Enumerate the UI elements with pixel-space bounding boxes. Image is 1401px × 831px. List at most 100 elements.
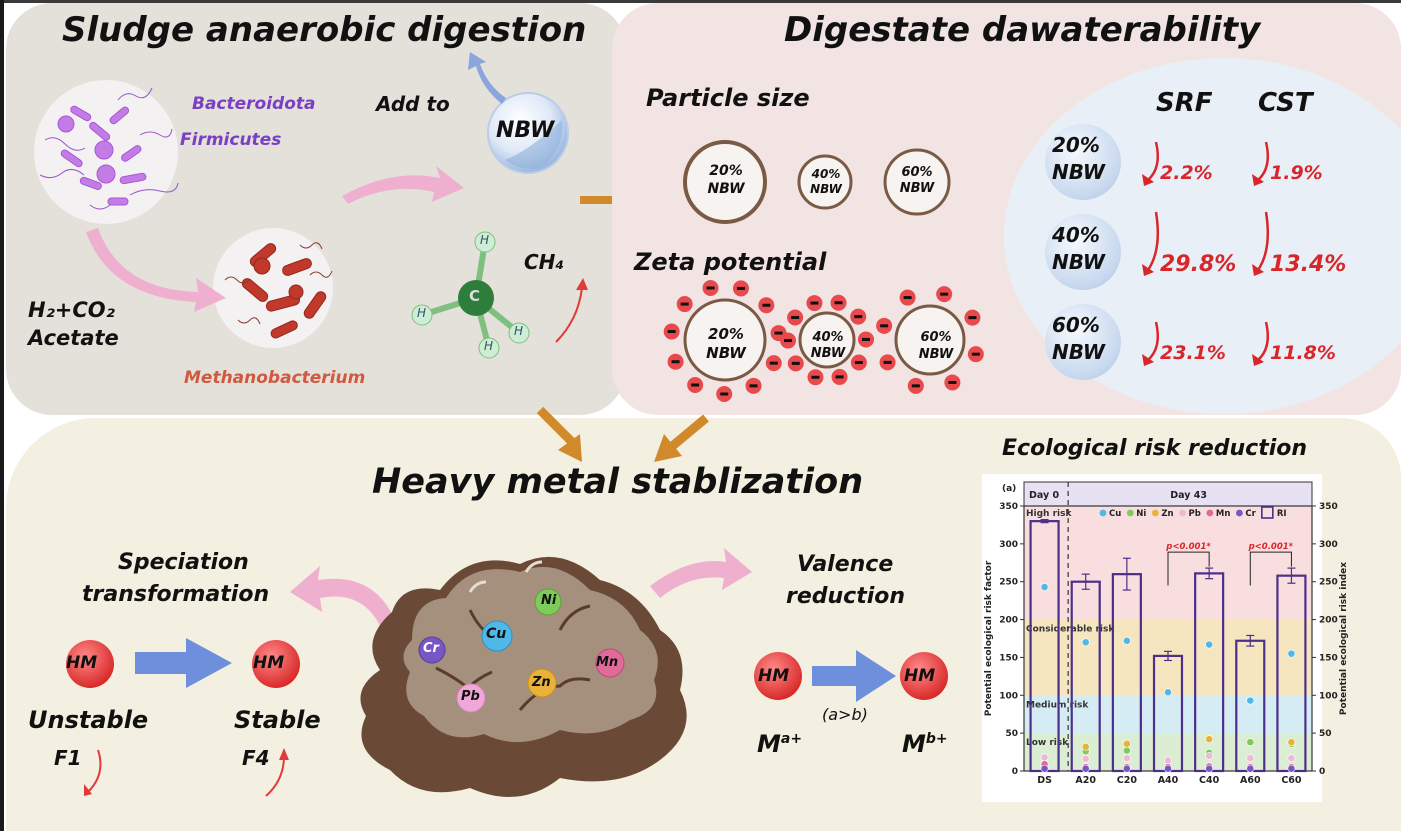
zeta-circle-1: [798, 311, 856, 369]
metal-zn-ball-icon: [527, 668, 557, 698]
particle-60-circle: [883, 148, 951, 216]
nbw-row-label: 20%NBW: [1052, 132, 1105, 186]
significance-label: p<0.001*: [1248, 542, 1294, 552]
left-frame-border: [0, 0, 4, 831]
label-methanobacterium: Methanobacterium: [184, 368, 366, 388]
column-srf: SRF: [1156, 88, 1213, 118]
x-tick-label: DS: [1037, 775, 1052, 786]
minus-sign-icon: [791, 316, 800, 320]
arrow-pink-to-speciation-icon: [290, 566, 392, 626]
arrow-orange-down-left-icon: [654, 414, 709, 462]
nbw: NBW: [810, 182, 842, 196]
point-cu: [1122, 636, 1131, 645]
minus-sign-icon: [861, 337, 870, 341]
point-pb: [1081, 754, 1090, 763]
hm-unstable-ball-icon: [66, 640, 114, 688]
panel-title-dewaterability: Digestate dawaterability: [784, 10, 1261, 50]
significance-bracket: [1249, 551, 1292, 586]
arrow-pink-down-icon: [86, 228, 226, 312]
y-tick-label-right: 300: [1319, 540, 1338, 550]
minus-sign-icon: [691, 383, 700, 387]
label-f4: F4: [242, 746, 270, 770]
hm-stable-label: HM: [253, 653, 285, 673]
arrow-blue-up-icon: [468, 52, 506, 104]
period-label-day0: Day 0: [1029, 490, 1060, 501]
zeta-60-label: 60%NBW: [914, 329, 958, 363]
srf-reduction-value: 29.8%: [1160, 252, 1237, 277]
minus-sign-icon: [810, 301, 819, 305]
point-ni: [1246, 738, 1255, 747]
particle-40-label: 40%NBW: [806, 167, 846, 197]
metal-ni-label: Ni: [541, 593, 557, 608]
minus-sign-icon: [883, 360, 892, 364]
atom-h-label: H: [514, 324, 524, 338]
y-tick-label: 200: [999, 616, 1018, 626]
minus-sign-icon: [940, 292, 949, 296]
zeta-20-label: 20%NBW: [699, 325, 753, 363]
stabilization-illustration: [66, 548, 948, 797]
label-bacteroidota: Bacteroidota: [192, 94, 316, 114]
nbw-bubble-icon: [487, 92, 569, 174]
m-b-base: M: [902, 730, 926, 758]
point-pb: [1040, 753, 1049, 762]
y-tick-label: 100: [999, 691, 1018, 701]
f1-decrease-arrow-icon: [87, 749, 102, 793]
label-acetate: Acetate: [28, 326, 119, 350]
y-axis-label-right: Potential ecological risk index: [1339, 562, 1349, 715]
label-ch4: CH₄: [524, 250, 565, 274]
y-tick-label-right: 150: [1319, 653, 1338, 663]
minus-sign-icon: [736, 286, 745, 290]
period-label-day43: Day 43: [1170, 490, 1207, 501]
minus-sign-icon: [834, 301, 843, 305]
x-tick-label: A20: [1075, 775, 1096, 786]
minus-sign-icon: [671, 360, 680, 364]
row-pct: 40%: [1052, 223, 1100, 247]
point-cu: [1246, 696, 1255, 705]
minus-sign-icon: [835, 375, 844, 379]
metal-cr-label: Cr: [423, 641, 439, 656]
arrow-blue-valence-icon: [812, 650, 896, 702]
minus-sign-icon: [791, 361, 800, 365]
srf-reduction-value: 23.1%: [1160, 342, 1226, 364]
m-b-sup: b+: [925, 731, 948, 747]
arrow-blue-speciation-icon: [135, 638, 232, 688]
metal-mn-ball-icon: [595, 648, 625, 678]
minus-sign-icon: [880, 324, 889, 328]
point-zn: [1122, 739, 1131, 748]
legend-label: RI: [1277, 509, 1287, 519]
nbw: NBW: [706, 344, 746, 362]
point-cr: [1040, 764, 1049, 773]
arrow-orange-down-right-icon: [536, 406, 582, 462]
label-h2-co2: H₂+CO₂: [28, 298, 115, 322]
nbw: NBW: [899, 181, 935, 196]
hm-stable-ball-icon: [252, 640, 300, 688]
arrow-pink-to-valence-icon: [650, 548, 752, 598]
pct: 60%: [901, 165, 933, 180]
minus-sign-icon: [948, 380, 957, 384]
y-tick-label: 350: [999, 502, 1018, 512]
point-cu: [1205, 640, 1214, 649]
legend-label: Cu: [1109, 509, 1121, 519]
point-cr: [1164, 764, 1172, 773]
row-pct: 60%: [1052, 313, 1100, 337]
label-add-to: Add to: [376, 92, 450, 116]
point-ni: [1122, 746, 1131, 755]
label-speciation: Speciation: [118, 550, 249, 575]
legend-label: Zn: [1161, 509, 1173, 519]
zeta-40-label: 40%NBW: [806, 330, 850, 362]
point-pb: [1246, 754, 1255, 763]
nbw: NBW: [810, 346, 846, 361]
label-m-b: Mb+: [902, 730, 948, 758]
legend-label: Cr: [1245, 509, 1256, 519]
nbw: NBW: [707, 181, 745, 197]
minus-sign-icon: [811, 375, 820, 379]
point-cr: [1246, 764, 1255, 773]
period-header-bar: [1023, 481, 1313, 507]
zeta-circle-2: [894, 304, 966, 376]
minus-sign-icon: [774, 331, 783, 335]
minus-sign-icon: [749, 384, 758, 388]
panel-title-stabilization: Heavy metal stablization: [372, 462, 864, 502]
label-particle-size: Particle size: [646, 84, 810, 112]
metal-cu-label: Cu: [486, 626, 507, 642]
